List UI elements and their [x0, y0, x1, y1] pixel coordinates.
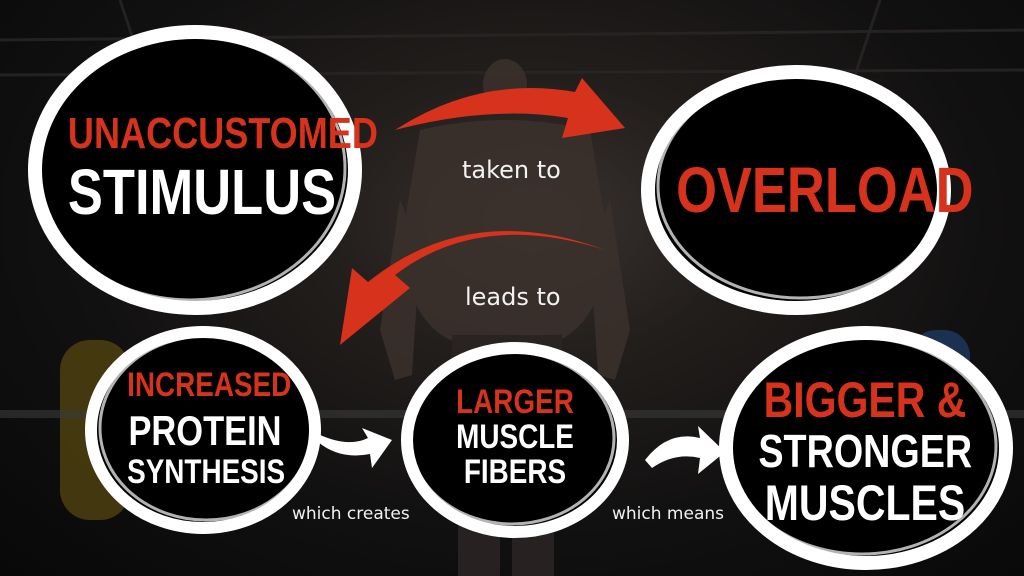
caption-which-creates: which creates [292, 504, 410, 524]
bubble-muscles-circle [719, 326, 1013, 570]
caption-leads-to: leads to [465, 283, 561, 311]
fibers-line1: LARGER [456, 383, 574, 421]
bubble-fibers-circle [401, 342, 629, 538]
protein-line3: SYNTHESIS [127, 453, 286, 491]
arrow-which-creates [318, 428, 392, 468]
bubble-protein-circle [85, 326, 321, 534]
bubble-overload-circle [641, 65, 951, 315]
caption-which-means: which means [612, 504, 724, 524]
protein-line1: INCREASED [127, 366, 292, 404]
muscles-line1: BIGGER & [763, 372, 967, 428]
muscles-line2: STRONGER [758, 425, 973, 477]
fibers-line2: MUSCLE [456, 418, 574, 456]
protein-line2: PROTEIN [128, 407, 282, 454]
arrow-taken-to [395, 78, 625, 138]
arrow-leads-to [340, 231, 605, 345]
caption-taken-to: taken to [462, 156, 561, 184]
stimulus-line1: UNACCUSTOMED [67, 109, 378, 158]
stimulus-line2: STIMULUS [67, 156, 337, 228]
fibers-line3: FIBERS [463, 453, 567, 491]
overload-label: OVERLOAD [676, 154, 974, 226]
muscles-line3: MUSCLES [764, 475, 966, 531]
bubble-stimulus-circle [28, 25, 362, 315]
arrow-which-means [645, 426, 725, 474]
